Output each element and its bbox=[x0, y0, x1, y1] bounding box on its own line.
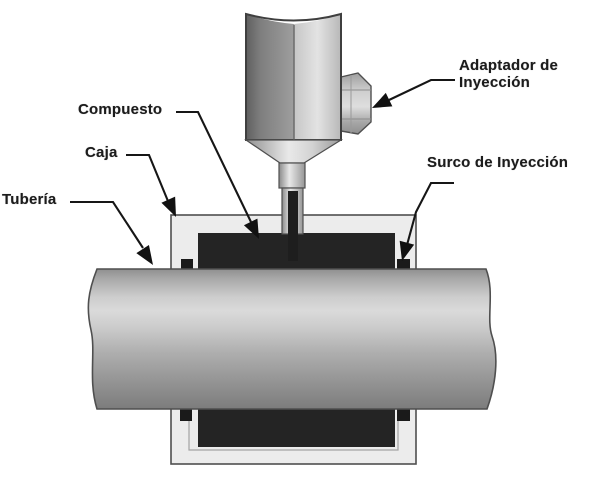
pipe bbox=[87, 268, 497, 410]
label-adaptador-line1: Adaptador de bbox=[459, 57, 559, 74]
arrowheads bbox=[136, 92, 415, 265]
surco-leader-line bbox=[405, 181, 454, 246]
compuesto-arrowhead-icon bbox=[243, 218, 259, 239]
seal-bottom-left bbox=[180, 409, 192, 421]
label-caja: Caja bbox=[85, 144, 118, 161]
label-tuberia: Tubería bbox=[2, 191, 57, 208]
label-compuesto: Compuesto bbox=[78, 101, 163, 118]
injection-needle-bore bbox=[288, 191, 298, 261]
label-adaptador-de-inyeccion: Adaptador de Inyección bbox=[459, 57, 558, 91]
stem-upper bbox=[278, 162, 306, 189]
label-adaptador-line2: Inyección bbox=[459, 74, 530, 91]
caja-arrowhead-icon bbox=[161, 196, 176, 217]
adaptador-arrowhead-icon bbox=[372, 92, 393, 108]
hex-fitting-body bbox=[245, 12, 342, 141]
caja-leader-line bbox=[126, 153, 171, 207]
leader-lines bbox=[70, 78, 455, 249]
surco-arrowhead-icon bbox=[399, 240, 415, 261]
seal-top-left bbox=[181, 259, 193, 270]
compuesto-leader-line bbox=[176, 110, 252, 223]
fitting-cone bbox=[244, 139, 344, 164]
seal-bottom-right bbox=[397, 409, 410, 421]
injection-adapter-nut bbox=[340, 72, 372, 135]
label-surco-de-inyeccion: Surco de Inyección bbox=[427, 154, 569, 171]
seal-top-right bbox=[397, 259, 410, 270]
adaptador-leader-line bbox=[388, 78, 455, 101]
tuberia-leader-line bbox=[70, 200, 144, 249]
tuberia-arrowhead-icon bbox=[136, 244, 153, 265]
compound-bottom bbox=[198, 409, 395, 447]
